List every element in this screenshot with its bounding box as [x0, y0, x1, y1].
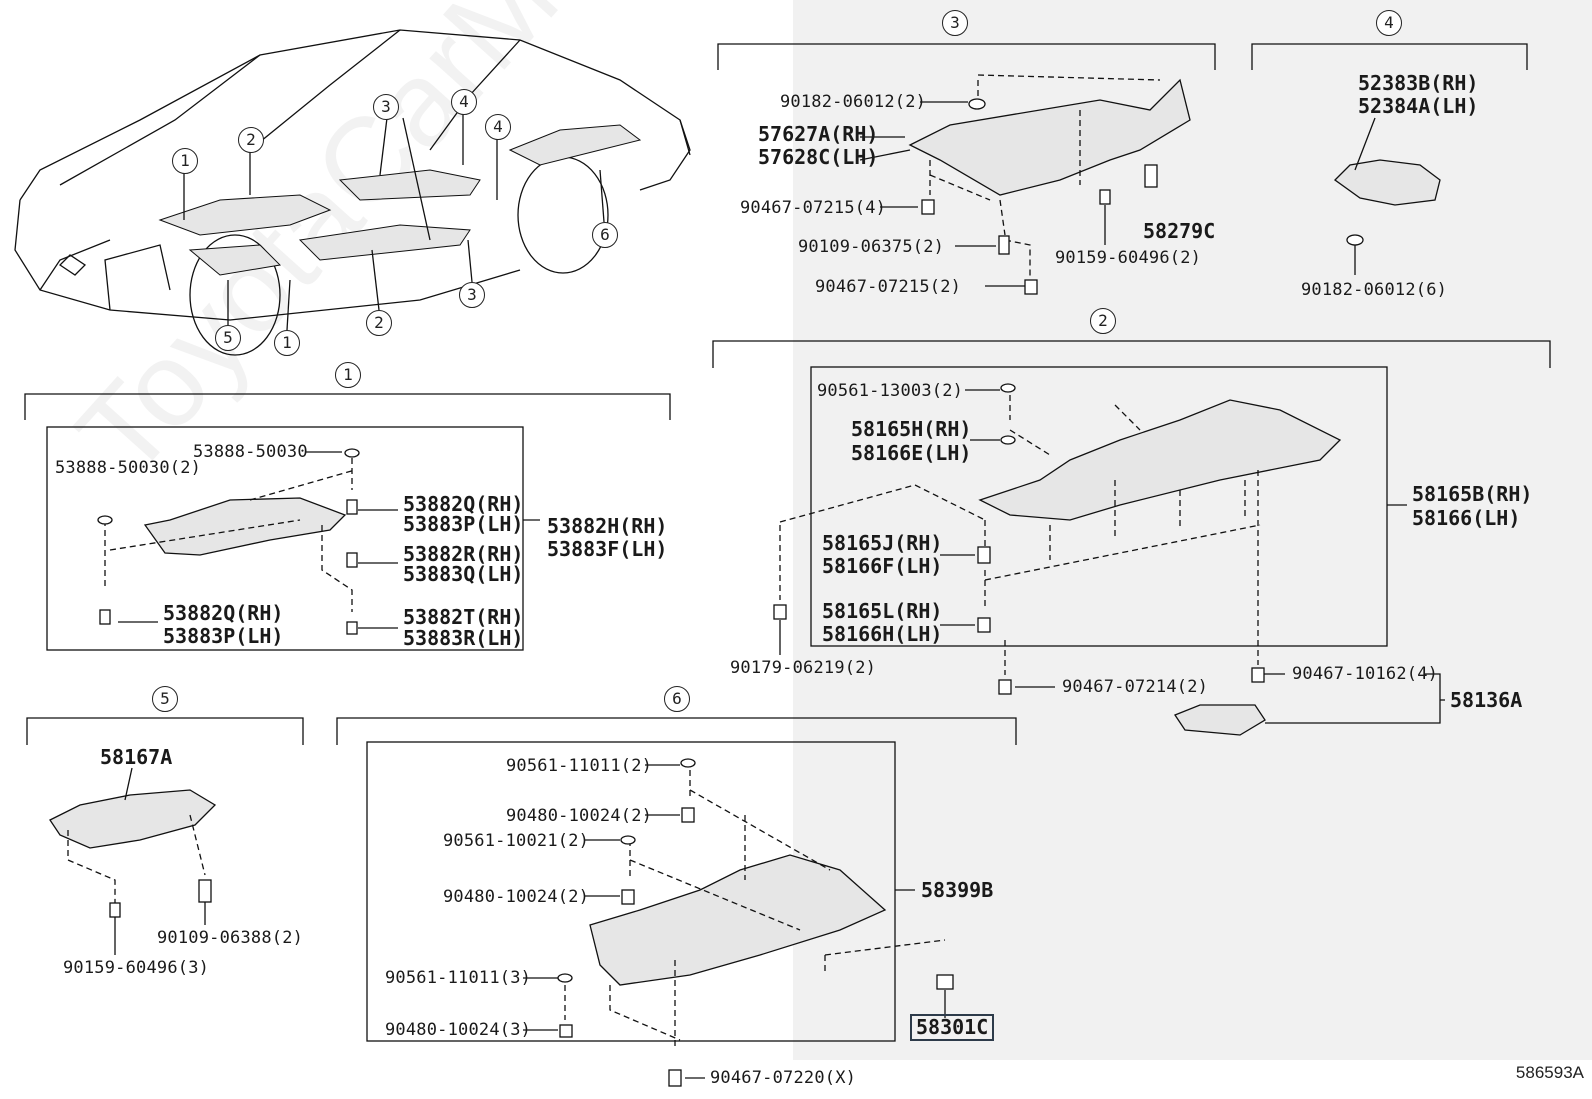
- part-label: 58165J(RH): [822, 531, 943, 555]
- part-label: 53883F(LH): [547, 537, 668, 561]
- small-bracket-icon: [1174, 704, 1266, 736]
- part-label: 90561-11011(3): [385, 968, 532, 988]
- part-label: 53883P(LH): [403, 512, 524, 536]
- part-label: 90467-10162(4): [1292, 664, 1439, 684]
- part-label: 90467-07214(2): [1062, 677, 1209, 697]
- part-label: 53882H(RH): [547, 514, 668, 538]
- callout-6: 6: [592, 222, 618, 248]
- diagram-code: 586593A: [1515, 1063, 1584, 1082]
- overview-leader-lines: [183, 113, 605, 331]
- part-label: 57627A(RH): [758, 122, 879, 146]
- part-label: 90159-60496(2): [1055, 248, 1202, 268]
- group3-part-icon: [908, 78, 1191, 196]
- callout-4b: 4: [485, 114, 511, 140]
- part-label: 90182-06012(2): [780, 92, 927, 112]
- car-outline-icon: [14, 29, 691, 356]
- part-label: 53888-50030(2): [55, 458, 202, 478]
- part-label: 58165H(RH): [851, 417, 972, 441]
- part-label: 53883Q(LH): [403, 562, 524, 586]
- part-label: 90467-07215(2): [815, 277, 962, 297]
- callout-4: 4: [451, 89, 477, 115]
- part-label: 90467-07220(X): [710, 1068, 857, 1088]
- group4-number: 4: [1376, 10, 1402, 36]
- part-label: 58166H(LH): [822, 622, 943, 646]
- part-label: 90561-11011(2): [506, 756, 653, 776]
- part-label: 90480-10024(3): [385, 1020, 532, 1040]
- part-label: 90179-06219(2): [730, 658, 877, 678]
- part-label: 53888-50030: [193, 442, 308, 462]
- group2-number: 2: [1090, 308, 1116, 334]
- part-label: 53882Q(RH): [163, 601, 284, 625]
- part-label: 53882Q(RH): [403, 492, 524, 516]
- part-label: 58166(LH): [1412, 506, 1521, 530]
- group1-part-icon: [143, 497, 347, 556]
- part-label: 53883R(LH): [403, 626, 524, 650]
- part-label: 90159-60496(3): [63, 958, 210, 978]
- part-label: 90561-13003(2): [817, 381, 964, 401]
- part-label: 57628C(LH): [758, 145, 879, 169]
- callout-5: 5: [215, 325, 241, 351]
- part-label: 90480-10024(2): [506, 806, 653, 826]
- part-label: 58136A: [1450, 688, 1523, 712]
- shaded-panel: [793, 0, 1592, 1060]
- callout-1b: 1: [274, 330, 300, 356]
- group6-part-icon: [589, 854, 887, 986]
- highlighted-part-label[interactable]: 58301C: [910, 1014, 995, 1041]
- part-label: 52383B(RH): [1358, 71, 1479, 95]
- group5-number: 5: [152, 686, 178, 712]
- part-label: 90182-06012(6): [1301, 280, 1448, 300]
- group4-part-icon: [1333, 159, 1441, 206]
- part-label: 58279C: [1143, 219, 1216, 243]
- part-label: 53883P(LH): [163, 624, 284, 648]
- part-label: 53882T(RH): [403, 605, 524, 629]
- part-label: 90467-07215(4): [740, 198, 887, 218]
- part-label: 58167A: [100, 745, 173, 769]
- callout-3: 3: [373, 94, 399, 120]
- part-label: 58399B: [921, 878, 994, 902]
- group3-number: 3: [942, 10, 968, 36]
- part-label: 90109-06388(2): [157, 928, 304, 948]
- group5-part-icon: [49, 789, 217, 849]
- part-label: 58165L(RH): [822, 599, 943, 623]
- part-label: 58166F(LH): [822, 554, 943, 578]
- part-label: 58165B(RH): [1412, 482, 1533, 506]
- floor-parts-icon: [158, 124, 642, 276]
- group6-number: 6: [664, 686, 690, 712]
- group2-part-icon: [978, 399, 1342, 521]
- part-label: 90109-06375(2): [798, 237, 945, 257]
- part-label: 58166E(LH): [851, 441, 972, 465]
- callout-2: 2: [238, 127, 264, 153]
- callout-3b: 3: [459, 282, 485, 308]
- part-label: 90480-10024(2): [443, 887, 590, 907]
- part-label: 90561-10021(2): [443, 831, 590, 851]
- group1-number: 1: [335, 362, 361, 388]
- callout-1: 1: [172, 148, 198, 174]
- part-label: 52384A(LH): [1358, 94, 1479, 118]
- callout-2b: 2: [366, 310, 392, 336]
- part-label: 53882R(RH): [403, 542, 524, 566]
